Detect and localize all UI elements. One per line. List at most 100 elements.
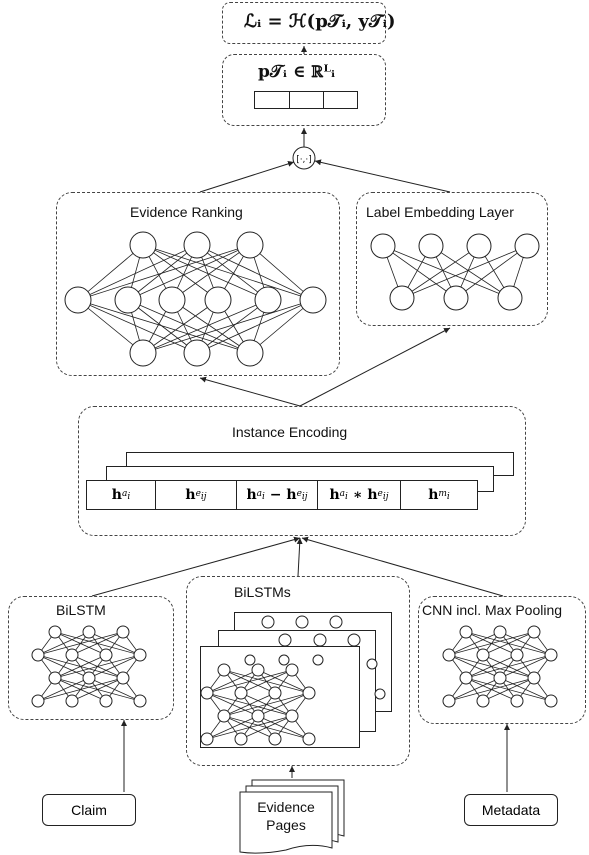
bilstm-neuron [31, 694, 45, 708]
bilstms-back-neuron [313, 633, 327, 647]
evidence-ranking-neuron [204, 286, 232, 314]
evidence-ranking-neuron [129, 231, 157, 259]
edge [54, 654, 141, 679]
edge [206, 669, 293, 694]
edge [142, 299, 219, 354]
edge [142, 299, 314, 354]
edge [448, 677, 501, 702]
evidence-label-1: Evidence [257, 799, 315, 815]
label-embedding-title: Label Embedding Layer [366, 204, 514, 220]
loss-formula: ℒᵢ = ℋ(p𝒯ᵢ, y𝒯ᵢ) [244, 11, 396, 32]
cnn-neuron [442, 694, 456, 708]
label-to-concat-arrow [314, 159, 451, 193]
edge [127, 244, 198, 301]
cnn-neuron [527, 625, 541, 639]
edge [240, 669, 293, 694]
edge [401, 245, 480, 299]
evidence-ranking-neuron [114, 286, 142, 314]
bilstm-neuron [99, 694, 113, 708]
label-embedding-neuron [514, 233, 540, 259]
bilstms-neuron [200, 686, 214, 700]
bilstms-neuron [268, 732, 282, 746]
edge [223, 692, 276, 717]
edge [206, 669, 259, 694]
bilstms-mid-neuron [366, 658, 378, 670]
bilstm-neuron [116, 671, 130, 685]
edge [455, 245, 528, 299]
bilstms-mid-neuron [278, 654, 290, 666]
evidence-ranking-title: Evidence Ranking [130, 204, 243, 220]
evidence-ranking-neuron [236, 231, 264, 259]
edge [71, 631, 124, 656]
label-embedding-neuron [497, 285, 523, 311]
cnn-neuron [493, 625, 507, 639]
bilstm-neuron [99, 648, 113, 662]
bilstms-to-encoding-arrow [296, 537, 303, 577]
label-embedding-neuron [443, 285, 469, 311]
label-embedding-neuron [370, 233, 396, 259]
edge [77, 244, 144, 301]
edge [499, 654, 552, 679]
evidence-ranking-neuron [254, 286, 282, 314]
edge [382, 245, 457, 299]
cnn-to-encoding-arrow [301, 536, 504, 597]
cnn-neuron [476, 694, 490, 708]
bilstm-to-encoding-arrow [91, 536, 301, 597]
cnn-neuron [510, 694, 524, 708]
evidence-ranking-neuron [236, 339, 264, 367]
cnn-neuron [459, 625, 473, 639]
bilstms-mid-neuron [244, 654, 256, 666]
edge [127, 299, 198, 354]
edge [142, 244, 269, 301]
bilstms-back-neuron [347, 633, 361, 647]
cnn-neuron [493, 671, 507, 685]
cnn-neuron [544, 648, 558, 662]
bilstms-neuron [200, 732, 214, 746]
evidence-ranking-neuron [64, 286, 92, 314]
edge [465, 654, 552, 679]
edge [171, 244, 251, 301]
edge [482, 677, 535, 702]
bilstms-neuron [251, 663, 265, 677]
edge [196, 244, 269, 301]
edge [196, 299, 269, 354]
cnn-title: CNN incl. Max Pooling [422, 602, 563, 618]
bilstms-neuron [302, 686, 316, 700]
edge [37, 631, 90, 656]
edge [127, 299, 251, 354]
edge [37, 677, 124, 702]
edge [249, 299, 314, 354]
encoding-to-ranking-arrow [199, 376, 301, 407]
evidence-label-2: Pages [266, 817, 306, 833]
bilstm-neuron [48, 671, 62, 685]
prediction-formula: p𝒯ᵢ ∈ ℝᴸᵢ [258, 62, 336, 82]
ranking-to-concat-arrow [199, 160, 295, 193]
cnn-neuron [544, 694, 558, 708]
edge [71, 677, 124, 702]
prediction-box [222, 54, 386, 126]
evidence-ranking-neuron [183, 231, 211, 259]
edge [401, 245, 528, 299]
bilstm-neuron [31, 648, 45, 662]
bilstms-mid-neuron [312, 654, 324, 666]
bilstm-neuron [133, 694, 147, 708]
edge [77, 299, 251, 354]
edge [127, 244, 251, 301]
instance-encoding-title: Instance Encoding [232, 424, 348, 440]
label-embedding-neuron [466, 233, 492, 259]
bilstm-neuron [82, 625, 96, 639]
bilstm-neuron [48, 625, 62, 639]
edge [249, 244, 314, 301]
evidence-ranking-neuron [299, 286, 327, 314]
bilstms-neuron [285, 663, 299, 677]
encoding-to-label-arrow [299, 327, 451, 407]
evidence-ranking-neuron [158, 286, 186, 314]
edge [206, 715, 293, 740]
edge [206, 715, 259, 740]
edge [77, 244, 198, 301]
edge [77, 299, 144, 354]
